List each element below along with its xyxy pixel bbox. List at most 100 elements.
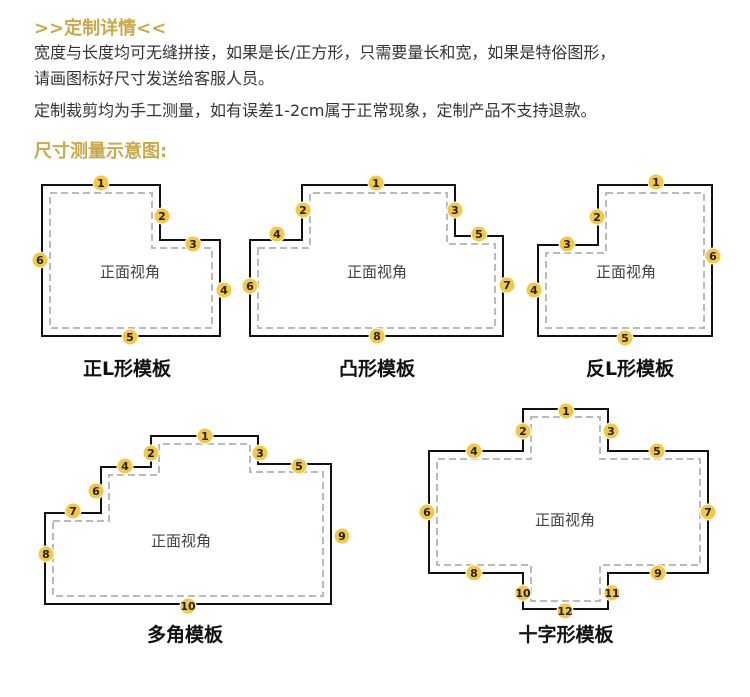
cross-badge-3 bbox=[602, 422, 620, 440]
cross-badge-label-2: 2 bbox=[519, 425, 527, 438]
polygon-badge-label-1: 1 bbox=[201, 430, 209, 443]
description-line-2: 请画图标好尺寸发送给客服人员。 bbox=[34, 69, 275, 88]
convex-badge-4 bbox=[268, 225, 286, 243]
regular-l-badge-label-1: 1 bbox=[97, 177, 105, 190]
cross-badge-10 bbox=[514, 584, 532, 602]
convex-badge-5 bbox=[470, 225, 488, 243]
cross-badge-label-11: 11 bbox=[604, 587, 619, 600]
polygon-front-label: 正面视角 bbox=[151, 532, 211, 550]
convex-badge-label-4: 4 bbox=[273, 228, 281, 241]
polygon-badge-10 bbox=[179, 597, 197, 615]
reverse-l-badge-1 bbox=[647, 173, 665, 191]
cross-badge-label-5: 5 bbox=[653, 445, 661, 458]
reverse-l-badge-label-5: 5 bbox=[621, 332, 629, 345]
reverse-l-badge-3 bbox=[558, 235, 576, 253]
convex-badge-7 bbox=[498, 276, 516, 294]
cross-badge-11 bbox=[603, 584, 621, 602]
reverse-l-outline bbox=[537, 184, 713, 337]
regular-l-outline bbox=[41, 184, 221, 337]
polygon-outline bbox=[44, 435, 332, 605]
description-line-3: 定制裁剪均为手工测量，如有误差1-2cm属于正常现象，定制产品不支持退款。 bbox=[34, 101, 597, 120]
convex-badge-label-2: 2 bbox=[299, 204, 307, 217]
convex-badge-label-7: 7 bbox=[503, 279, 511, 292]
cross-badge-9 bbox=[649, 564, 667, 582]
polygon-badge-9 bbox=[333, 527, 351, 545]
regular-l-badge-1 bbox=[92, 174, 110, 192]
reverse-l-badge-2 bbox=[588, 208, 606, 226]
regular-l-badge-5 bbox=[121, 328, 139, 346]
reverse-l-badge-label-2: 2 bbox=[593, 211, 601, 224]
regular-l-badge-label-6: 6 bbox=[36, 254, 44, 267]
polygon-badge-label-4: 4 bbox=[121, 460, 129, 473]
regular-l-badge-3 bbox=[184, 235, 202, 253]
polygon-badge-8 bbox=[37, 545, 55, 563]
reverse-l-dashed-outline bbox=[545, 192, 705, 329]
convex-badge-6 bbox=[241, 277, 259, 295]
cross-front-label: 正面视角 bbox=[535, 511, 595, 529]
polygon-badge-label-9: 9 bbox=[338, 530, 346, 543]
regular-l-badge-6 bbox=[31, 251, 49, 269]
convex-dashed-outline bbox=[257, 192, 496, 329]
convex-badge-1 bbox=[367, 174, 385, 192]
polygon-badge-label-6: 6 bbox=[92, 485, 100, 498]
cross-badge-1 bbox=[557, 402, 575, 420]
reverse-l-badge-6 bbox=[704, 247, 722, 265]
regular-l-badge-label-2: 2 bbox=[158, 210, 166, 223]
convex-outline bbox=[249, 184, 504, 337]
polygon-badge-6 bbox=[87, 482, 105, 500]
convex-badge-label-3: 3 bbox=[451, 204, 459, 217]
polygon-badge-2 bbox=[142, 444, 160, 462]
polygon-badge-label-7: 7 bbox=[69, 505, 77, 518]
convex-badge-label-5: 5 bbox=[475, 228, 483, 241]
polygon-badge-7 bbox=[64, 502, 82, 520]
reverse-l-badge-label-6: 6 bbox=[709, 250, 717, 263]
cross-badge-label-9: 9 bbox=[654, 567, 662, 580]
reverse-l-front-label: 正面视角 bbox=[596, 263, 656, 281]
cross-badge-12 bbox=[556, 602, 574, 620]
polygon-badge-4 bbox=[116, 457, 134, 475]
regular-l-caption: 正L形模板 bbox=[83, 357, 172, 380]
convex-badge-2 bbox=[294, 201, 312, 219]
regular-l-badge-4 bbox=[215, 281, 233, 299]
measure-diagram-title: 尺寸测量示意图: bbox=[34, 141, 168, 162]
polygon-badge-label-2: 2 bbox=[147, 447, 155, 460]
cross-badge-2 bbox=[514, 422, 532, 440]
cross-badge-label-1: 1 bbox=[562, 405, 570, 418]
polygon-badge-1 bbox=[196, 427, 214, 445]
cross-badge-label-6: 6 bbox=[423, 506, 431, 519]
cross-caption: 十字形模板 bbox=[518, 623, 614, 646]
reverse-l-badge-label-3: 3 bbox=[563, 238, 571, 251]
regular-l-badge-label-4: 4 bbox=[220, 284, 228, 297]
reverse-l-badge-5 bbox=[616, 329, 634, 347]
cross-badge-label-3: 3 bbox=[607, 425, 615, 438]
cross-badge-6 bbox=[418, 503, 436, 521]
polygon-badge-label-8: 8 bbox=[42, 548, 50, 561]
cross-badge-label-10: 10 bbox=[515, 587, 531, 600]
polygon-badge-label-5: 5 bbox=[295, 460, 303, 473]
polygon-caption: 多角模板 bbox=[147, 623, 224, 646]
reverse-l-caption: 反L形模板 bbox=[586, 357, 675, 380]
cross-badge-label-4: 4 bbox=[470, 445, 478, 458]
description-line-1: 宽度与长度均可无缝拼接，如果是长/正方形，只需要量长和宽，如果是特俗图形， bbox=[34, 43, 616, 62]
cross-badge-label-12: 12 bbox=[557, 605, 572, 618]
convex-badge-3 bbox=[446, 201, 464, 219]
cross-badge-5 bbox=[648, 442, 666, 460]
polygon-badge-3 bbox=[251, 444, 269, 462]
regular-l-front-label: 正面视角 bbox=[100, 263, 160, 281]
reverse-l-badge-4 bbox=[525, 281, 543, 299]
convex-front-label: 正面视角 bbox=[347, 263, 407, 281]
polygon-badge-5 bbox=[290, 457, 308, 475]
cross-dashed-outline bbox=[436, 416, 701, 602]
cross-badge-7 bbox=[699, 503, 717, 521]
regular-l-badge-label-5: 5 bbox=[126, 331, 134, 344]
reverse-l-badge-label-1: 1 bbox=[652, 176, 660, 189]
cross-badge-8 bbox=[465, 564, 483, 582]
polygon-badge-label-10: 10 bbox=[180, 600, 196, 613]
convex-caption: 凸形模板 bbox=[339, 357, 416, 380]
regular-l-dashed-outline bbox=[49, 192, 213, 329]
convex-badge-label-1: 1 bbox=[372, 177, 380, 190]
convex-badge-label-8: 8 bbox=[373, 330, 381, 343]
polygon-dashed-outline bbox=[52, 443, 324, 597]
polygon-badge-label-3: 3 bbox=[256, 447, 264, 460]
